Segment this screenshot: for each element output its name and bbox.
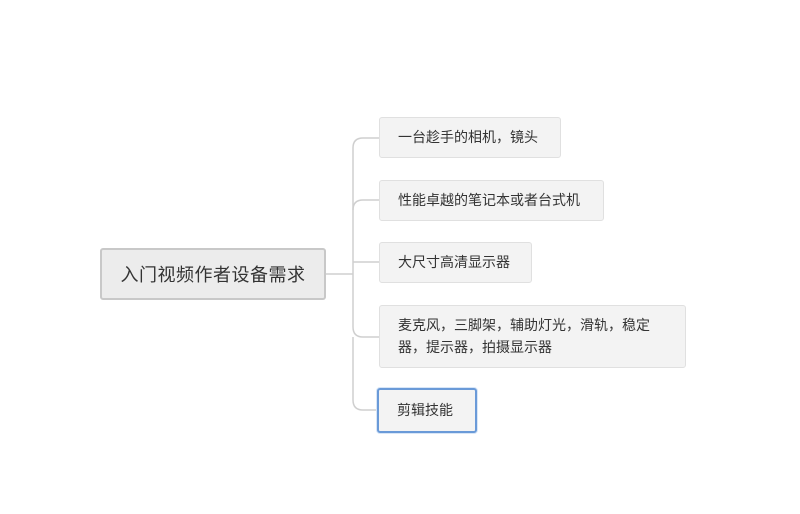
connector-branch-1	[352, 199, 379, 211]
subtopic-label: 剪辑技能	[397, 402, 453, 419]
connector-branch-4	[352, 337, 377, 411]
subtopic-label: 大尺寸高清显示器	[398, 254, 510, 271]
root-topic-label: 入门视频作者设备需求	[120, 265, 306, 286]
root-topic-node[interactable]: 入门视频作者设备需求	[100, 248, 326, 300]
subtopic-node-monitor[interactable]: 大尺寸高清显示器	[379, 242, 532, 283]
subtopic-label: 麦克风，三脚架，辅助灯光，滑轨，稳定器，提示器，拍摄显示器	[398, 318, 650, 356]
subtopic-node-editing-skills[interactable]: 剪辑技能	[377, 388, 477, 433]
subtopic-node-computer[interactable]: 性能卓越的笔记本或者台式机	[379, 180, 604, 221]
subtopic-node-accessories[interactable]: 麦克风，三脚架，辅助灯光，滑轨，稳定器，提示器，拍摄显示器	[379, 305, 686, 368]
connector-branch-0	[352, 137, 379, 274]
subtopic-node-camera[interactable]: 一台趁手的相机，镜头	[379, 117, 561, 158]
subtopic-label: 一台趁手的相机，镜头	[398, 129, 538, 146]
subtopic-label: 性能卓越的笔记本或者台式机	[398, 192, 580, 209]
connector-branch-3	[352, 274, 379, 338]
